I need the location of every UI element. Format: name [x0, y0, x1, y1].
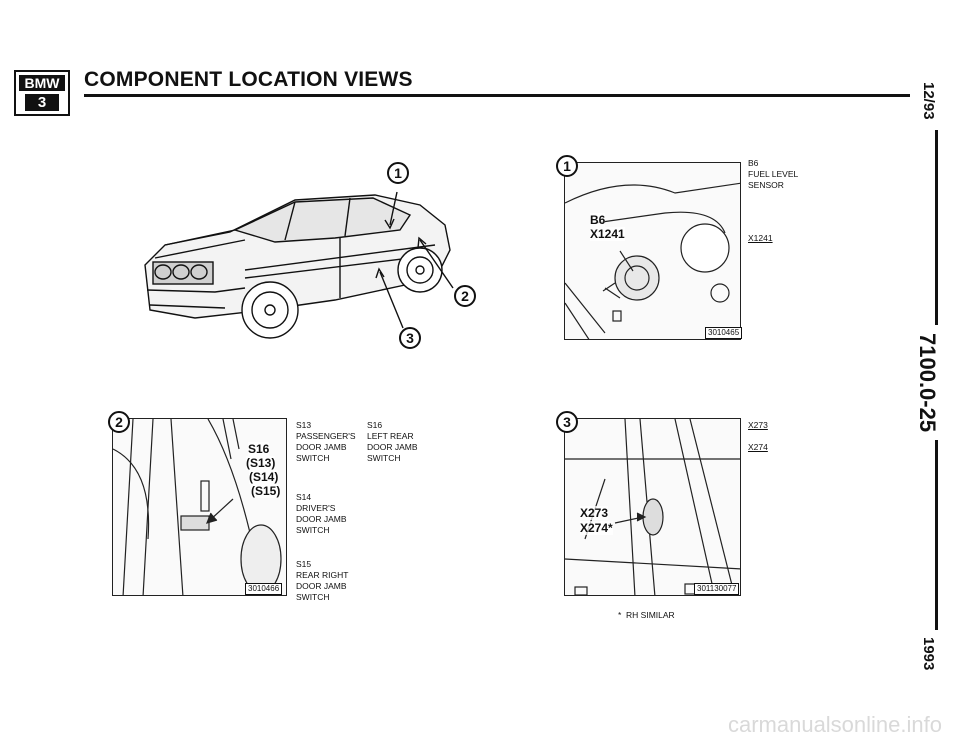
- legend-code: S16: [367, 420, 383, 430]
- page-title: COMPONENT LOCATION VIEWS: [84, 68, 413, 91]
- side-rule-upper: [935, 130, 938, 325]
- view-3-label-x273: X273: [580, 506, 609, 520]
- logo-brand-text: BMW: [19, 75, 65, 91]
- logo-series-text: 3: [25, 94, 59, 111]
- side-section-number: 7100.0-25: [915, 333, 940, 433]
- legend-desc-line: DOOR JAMB: [296, 581, 347, 591]
- legend-code: S14: [296, 492, 312, 502]
- legend-code: B6: [748, 158, 759, 168]
- side-rule-lower: [935, 440, 938, 630]
- view-3-footnote: * RH SIMILAR: [618, 610, 675, 620]
- legend-desc-line: FUEL LEVEL: [748, 169, 799, 179]
- site-watermark: carmanualsonline.info: [727, 712, 942, 737]
- view-2-label-s14: (S14): [249, 470, 279, 484]
- view-1-label-x1241: X1241: [590, 227, 625, 241]
- view-2-label-s13: (S13): [246, 456, 276, 470]
- view-3-legend-x274: X274: [748, 442, 768, 452]
- legend-desc-line: DOOR JAMB: [296, 442, 347, 452]
- view-1-image-id: 3010465: [705, 327, 743, 339]
- legend-desc-line: SWITCH: [367, 453, 401, 463]
- view-2-legend-s15: S15 REAR RIGHT DOOR JAMB SWITCH: [296, 559, 348, 603]
- side-date: 12/93: [920, 82, 937, 120]
- view-2-number: 2: [108, 411, 130, 433]
- legend-desc-line: SWITCH: [296, 453, 330, 463]
- view-3-label-x274: X274*: [580, 521, 613, 535]
- title-rule: [84, 94, 910, 97]
- view-2-legend-s16: S16 LEFT REAR DOOR JAMB SWITCH: [367, 420, 418, 464]
- legend-desc-line: SWITCH: [296, 525, 330, 535]
- view-3-legend-x273: X273: [748, 420, 768, 430]
- view-1-fuel-sensor-photo: [564, 162, 741, 340]
- view-1-number: 1: [556, 155, 578, 177]
- view-2-label-s16: S16: [248, 442, 270, 456]
- side-year: 1993: [920, 637, 937, 671]
- car-line-drawing: [144, 191, 454, 339]
- legend-desc-line: DOOR JAMB: [367, 442, 418, 452]
- legend-code: S15: [296, 559, 312, 569]
- fuel-tank-sketch: [565, 182, 740, 339]
- legend-desc-line: PASSENGER'S: [296, 431, 356, 441]
- legend-desc-line: DOOR JAMB: [296, 514, 347, 524]
- overview-callout-3: 3: [399, 327, 421, 349]
- view-1-legend-x1241: X1241: [748, 233, 773, 243]
- view-3-number: 3: [556, 411, 578, 433]
- legend-desc-line: SENSOR: [748, 180, 784, 190]
- legend-desc-line: SWITCH: [296, 592, 330, 602]
- legend-code: S13: [296, 420, 312, 430]
- car-overview-illustration: [135, 160, 495, 360]
- view-1-label-b6: B6: [590, 213, 606, 227]
- legend-desc-line: DRIVER'S: [296, 503, 336, 513]
- overview-callout-2: 2: [454, 285, 476, 307]
- legend-desc-line: LEFT REAR: [367, 431, 414, 441]
- overview-callout-1: 1: [387, 162, 409, 184]
- legend-desc-line: REAR RIGHT: [296, 570, 349, 580]
- view-2-label-s15: (S15): [251, 484, 281, 498]
- bmw-3-series-logo: BMW 3: [14, 70, 70, 116]
- view-2-image-id: 3010466: [245, 583, 283, 595]
- view-3-image-id: 301130077: [694, 583, 740, 595]
- door-jamb-sketch: [113, 419, 282, 595]
- view-1-legend-b6: B6 FUEL LEVEL SENSOR: [748, 158, 798, 191]
- view-2-legend-s14: S14 DRIVER'S DOOR JAMB SWITCH: [296, 492, 347, 536]
- view-2-legend-s13: S13 PASSENGER'S DOOR JAMB SWITCH: [296, 420, 356, 464]
